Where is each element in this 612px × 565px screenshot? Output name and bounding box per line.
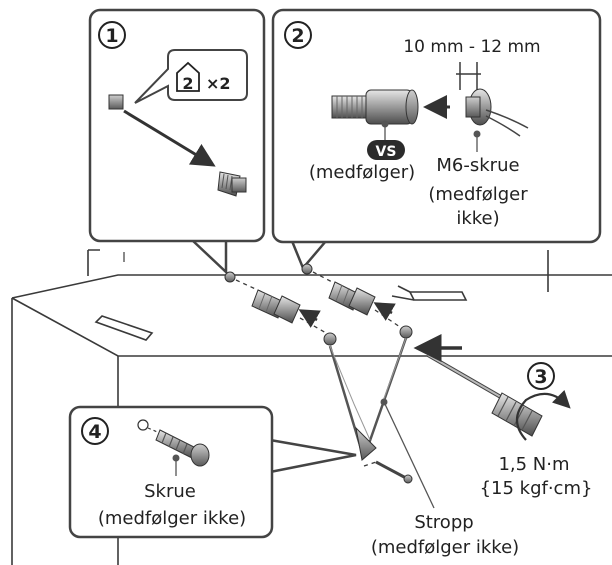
insert-arrow-left <box>298 309 321 328</box>
panel-step-1: 1 2 ×2 <box>88 8 266 275</box>
step-1-number: 1 <box>105 25 118 47</box>
m6-screw-note-line2: ikke) <box>456 208 499 229</box>
panel-4-pointer <box>269 438 357 474</box>
step-4-badge <box>81 417 109 445</box>
tv-hole-right <box>301 263 313 275</box>
strap-name: Stropp <box>414 512 473 533</box>
screw-icon <box>217 171 247 197</box>
tv-hole-left <box>224 271 236 283</box>
step-4-number: 4 <box>88 421 101 443</box>
step-3-number: 3 <box>534 366 547 388</box>
table-screw-icon <box>375 460 413 484</box>
vs-spacer-icon <box>331 89 419 125</box>
anchor-left <box>323 332 337 346</box>
step-3: 3 1,5 N·m {15 kgf·cm} <box>480 362 593 499</box>
rotation-arrow-icon <box>515 390 571 441</box>
callout-count: ×2 <box>206 74 231 93</box>
anchor-right <box>399 325 413 339</box>
torque-value-kgf: {15 kgf·cm} <box>480 478 593 499</box>
m6-screw-name: M6-skrue <box>436 155 519 176</box>
panel-2-frame <box>271 8 602 244</box>
step-2-number: 2 <box>291 25 304 47</box>
screw-note: (medfølger ikke) <box>98 508 246 529</box>
assembly <box>224 263 571 509</box>
m6-screw-icon <box>465 88 529 137</box>
panel-step-4: 4 Skrue (medfølger ikke) <box>68 405 357 539</box>
panel-1-pointer <box>191 239 228 275</box>
spacer-right-icon <box>328 281 376 316</box>
vs-badge <box>367 140 405 160</box>
vs-badge-label: VS <box>376 144 397 160</box>
insert-arrow-right <box>373 302 396 321</box>
insert-arrow-icon <box>123 109 216 167</box>
torque-value: 1,5 N·m <box>498 454 569 475</box>
m6-screw-note-line1: (medfølger <box>428 184 528 205</box>
dimension-label: 10 mm - 12 mm <box>403 37 540 57</box>
wood-screw-icon <box>137 419 210 467</box>
house-step-icon <box>176 61 200 92</box>
callout-step-number: 2 <box>182 74 193 93</box>
panel-step-2: 2 10 mm - 12 mm VS (medfølger) M6-skrue … <box>271 8 602 271</box>
tv-foot-right <box>408 291 468 301</box>
panel-4-frame <box>68 405 274 539</box>
tv-body <box>87 249 549 341</box>
screw-hole-icon <box>108 94 124 110</box>
step-3-badge <box>527 362 555 390</box>
screwdriver-icon <box>427 353 543 437</box>
spacer-left-icon <box>251 289 301 324</box>
step-1-badge <box>98 21 126 49</box>
strap <box>328 337 408 461</box>
step-2-badge <box>284 21 312 49</box>
strap-note: (medfølger ikke) <box>371 537 519 558</box>
vs-note: (medfølger) <box>309 162 415 183</box>
tv-foot-left <box>94 315 154 341</box>
screw-name: Skrue <box>144 481 196 502</box>
